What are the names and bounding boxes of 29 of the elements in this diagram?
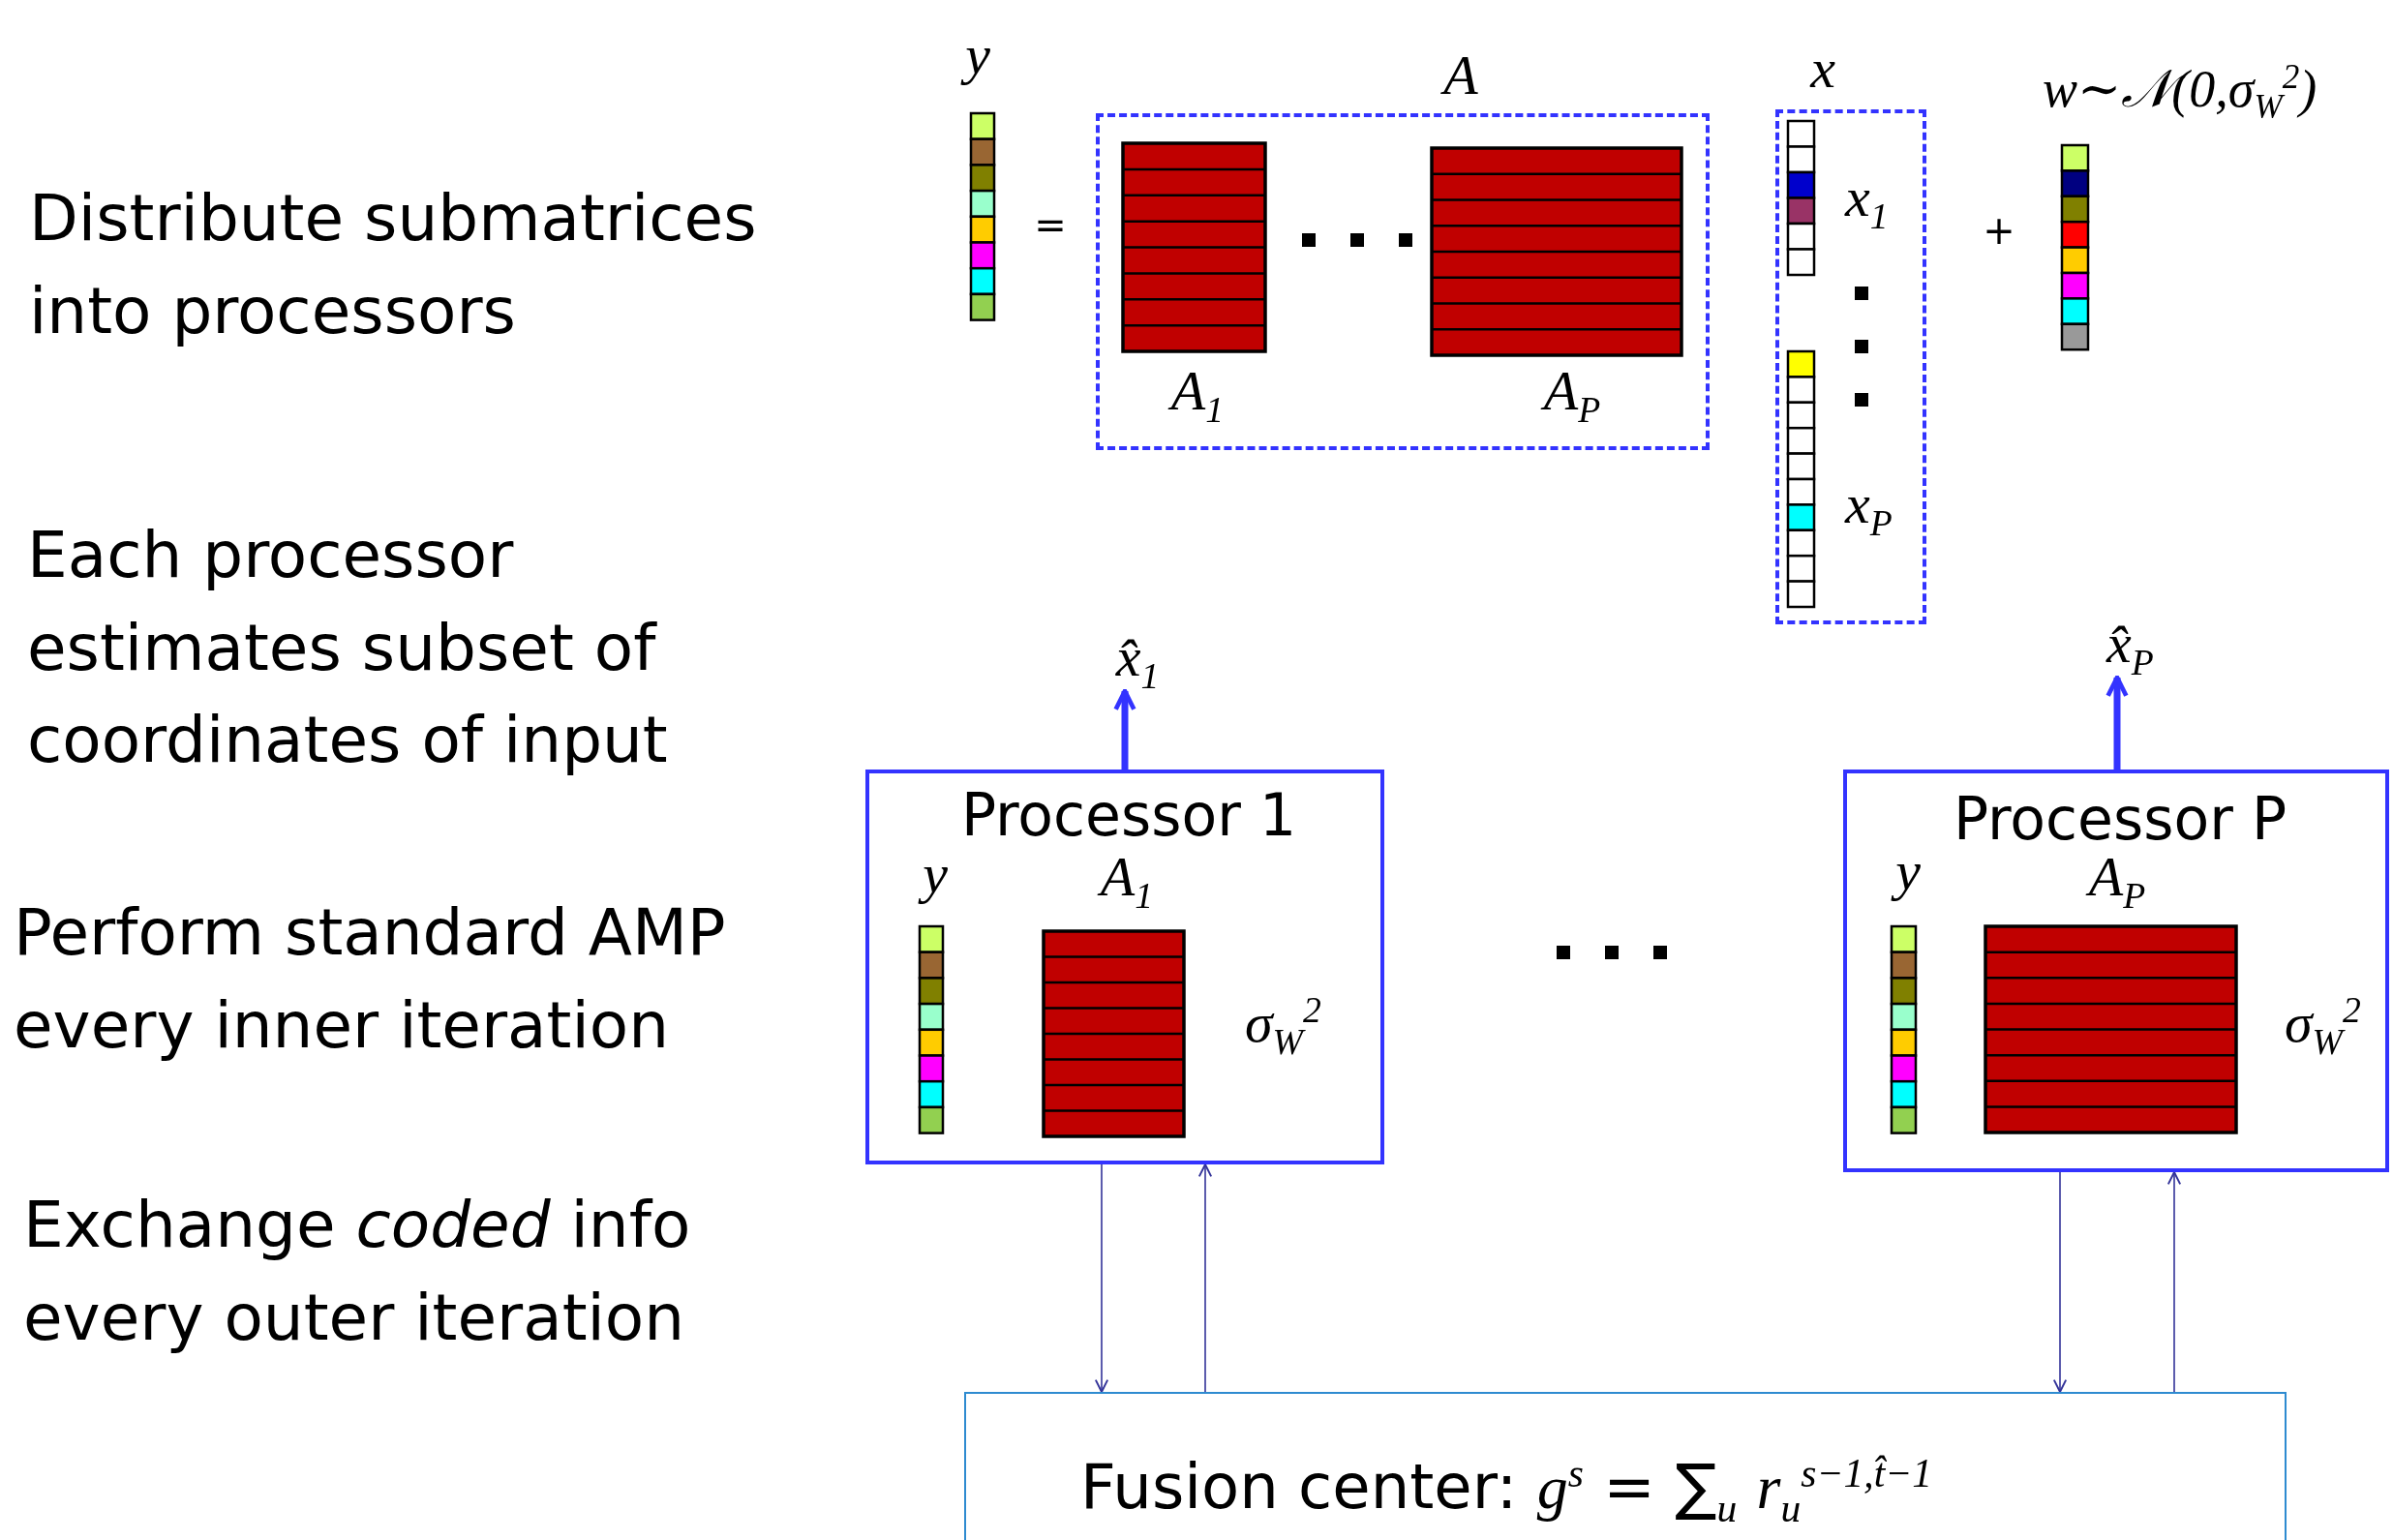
math-label: x$_{1}$ <box>1845 169 1890 235</box>
arrow <box>1113 688 1136 770</box>
arrow <box>1094 1163 1109 1393</box>
instruction-text: Exchange coded info every outer iteration <box>23 1187 692 1357</box>
math-label: w∼𝒩(0,σ$_{W}$$^{2}$) <box>2043 60 2318 124</box>
math-label: y <box>958 27 997 83</box>
processor-title: Processor 1 <box>959 781 1298 849</box>
arrow <box>2166 1171 2182 1393</box>
processor-box <box>1843 770 2389 1172</box>
instruction-text: Each processor estimates subset of coordinates of input <box>27 517 669 780</box>
math-label: A$_{1}$ <box>1088 849 1166 915</box>
estimate-text: x̂$_{1}$ <box>1114 629 1161 695</box>
arrow <box>2105 675 2129 770</box>
math-label: A$_{1}$ <box>1159 363 1236 429</box>
fusion-center-box <box>964 1392 2287 1540</box>
math-label: x <box>1808 41 1836 97</box>
instruction-text: Distribute submatrices into processors <box>29 180 758 350</box>
arrow <box>1197 1163 1213 1393</box>
math-label: A$_{P}$ <box>1533 363 1611 429</box>
math-label: y <box>916 846 954 902</box>
instruction-text: Perform standard AMP every inner iteration <box>14 894 727 1065</box>
math-label: y <box>1889 843 1927 899</box>
math-label: x$_{P}$ <box>1845 476 1893 542</box>
math-label: A <box>1432 47 1490 104</box>
processor-box <box>865 770 1384 1164</box>
estimate-text: x̂$_{P}$ <box>2105 616 2155 681</box>
plus-sign: + <box>1982 211 2016 250</box>
equals-sign: = <box>1033 205 1068 244</box>
arrow <box>2052 1171 2068 1393</box>
